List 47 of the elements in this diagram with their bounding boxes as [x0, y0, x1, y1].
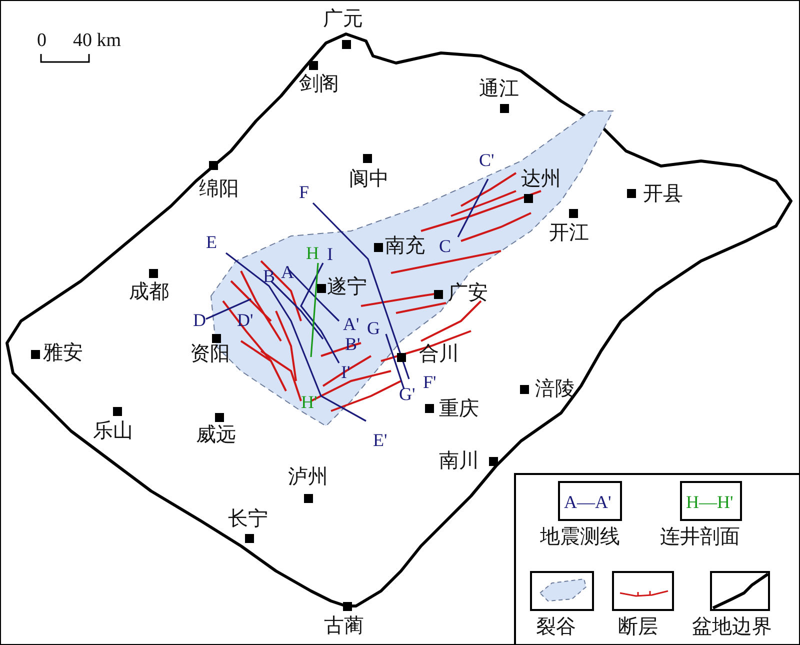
city-label: 长宁: [228, 509, 268, 529]
legend-label: 连井剖面: [660, 527, 740, 547]
seismic-line-end-label: D': [237, 311, 254, 329]
seismic-line-end-label: G: [367, 319, 380, 337]
legend-label: 裂谷: [536, 617, 576, 637]
city-label: 涪陵: [535, 379, 575, 399]
city-label: 南川: [439, 451, 479, 471]
legend-label: 盆地边界: [692, 617, 772, 637]
city-label: 雅安: [43, 343, 83, 363]
city-label: 重庆: [439, 399, 479, 419]
city-label: 威远: [196, 425, 236, 445]
well-section-end-label: H': [301, 393, 318, 411]
city-label: 通江: [479, 79, 519, 99]
seismic-line-end-label: D: [193, 311, 206, 329]
scale-label: 0: [37, 31, 46, 50]
seismic-line-end-label: G': [399, 385, 416, 403]
seismic-line-end-label: I: [327, 245, 333, 263]
seismic-line-end-label: C: [439, 237, 452, 255]
seismic-line-end-label: A': [343, 315, 360, 333]
city-label: 资阳: [190, 344, 230, 364]
seismic-line-end-label: E': [373, 431, 388, 449]
city-label: 乐山: [93, 421, 133, 441]
legend-label: 断层: [618, 617, 658, 637]
seismic-line-end-label: F': [423, 373, 436, 391]
city-label: 绵阳: [199, 179, 239, 199]
seismic-line-sample-text: A—A': [564, 493, 612, 511]
well-section-sample-text: H—H': [686, 493, 734, 511]
city-label: 开江: [549, 223, 589, 243]
seismic-line-end-label: E: [206, 233, 217, 251]
seismic-line-end-label: F: [299, 183, 310, 201]
city-label: 成都: [129, 282, 169, 302]
city-label: 阆中: [349, 169, 389, 189]
city-label: 达州: [521, 169, 561, 189]
city-label: 泸州: [288, 467, 328, 487]
well-section-end-label: H: [306, 244, 319, 262]
city-label: 开县: [643, 184, 683, 204]
city-label: 广元: [323, 9, 363, 29]
seismic-line-end-label: B: [263, 267, 276, 285]
legend-label: 地震测线: [540, 527, 620, 547]
city-label: 广安: [448, 283, 488, 303]
city-label: 南充: [385, 236, 425, 256]
city-label: 古蔺: [324, 616, 364, 636]
scale-label: 40 km: [73, 31, 122, 50]
city-label: 合川: [419, 344, 459, 364]
city-label: 剑阁: [299, 74, 339, 94]
city-label: 遂宁: [327, 277, 367, 297]
seismic-line-end-label: C': [479, 151, 494, 169]
